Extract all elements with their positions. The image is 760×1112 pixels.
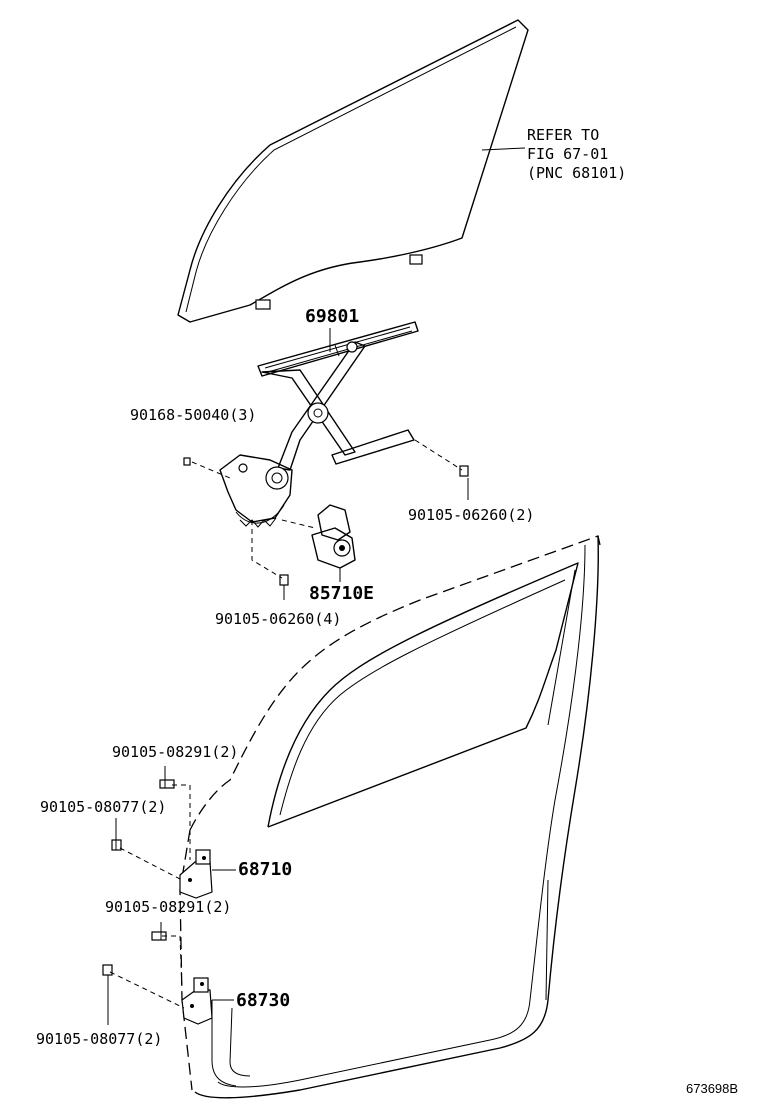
door-glass	[177, 19, 529, 323]
leader-lines	[107, 328, 469, 1025]
part-label-hinge-upper: 68710	[238, 859, 293, 880]
fastener-label-bolt-lower-hinge-top: 90105-08291(2)	[105, 898, 232, 916]
window-motor	[311, 504, 356, 582]
fastener-label-bolt-regulator-bottom: 90105-06260(4)	[215, 610, 342, 628]
part-label-hinge-lower: 68730	[236, 990, 291, 1011]
bolt-icon	[459, 465, 469, 477]
assembly-lines	[109, 439, 463, 1009]
door-shell	[179, 535, 601, 1099]
fastener-label-screw-regulator: 90168-50040(3)	[130, 406, 257, 424]
window-regulator	[257, 321, 419, 471]
part-label-motor: 85710E	[309, 583, 375, 604]
screw-icon	[183, 457, 191, 466]
upper-hinge	[179, 849, 213, 899]
fastener-label-bolt-upper-hinge-side: 90105-08077(2)	[40, 798, 167, 816]
bolt-icon	[279, 574, 289, 586]
regulator-gear-bracket	[219, 454, 293, 528]
bolt-icon	[159, 779, 175, 789]
figure-code: 673698B	[686, 1081, 739, 1096]
bolt-icon	[102, 964, 113, 976]
fastener-label-bolt-upper-hinge-top: 90105-08291(2)	[112, 743, 239, 761]
refer-note-line3: (PNC 68101)	[527, 164, 627, 182]
refer-note: REFER TO FIG 67-01 (PNC 68101)	[527, 126, 626, 183]
fastener-label-bolt-regulator-right: 90105-06260(2)	[408, 506, 535, 524]
refer-note-line2: FIG 67-01	[527, 145, 609, 163]
part-label-regulator: 69801	[305, 306, 360, 327]
refer-note-line1: REFER TO	[527, 126, 600, 144]
lower-hinge	[181, 977, 213, 1025]
fastener-label-bolt-lower-hinge-side: 90105-08077(2)	[36, 1030, 163, 1048]
